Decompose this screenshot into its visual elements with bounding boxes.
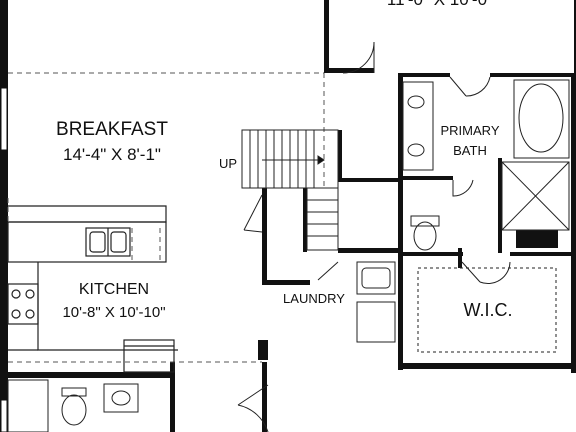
bath-top-wall-a (398, 73, 450, 77)
range-burner-4 (25, 309, 35, 319)
door-lower (237, 384, 269, 432)
lower-bath-top-wall (0, 372, 175, 378)
left-exterior-wall (0, 0, 8, 432)
top-room-dims: 11'-0" X 10'-0" (387, 0, 493, 9)
top-room-left-wall (324, 0, 329, 70)
staircase (241, 129, 339, 251)
range-burner-3 (11, 309, 21, 319)
toilet-bowl (413, 221, 437, 251)
soaking-tub (518, 83, 564, 153)
stair-up-label: UP (219, 156, 237, 171)
door-toilet (452, 179, 474, 197)
kitchen-name: KITCHEN (79, 281, 149, 298)
door-closet-bifold (243, 194, 263, 233)
breakfast-name: BREAKFAST (56, 119, 168, 140)
stair-right-wall (338, 130, 342, 182)
range (7, 283, 39, 325)
window-breakfast (0, 87, 8, 151)
laundry-top-wall-b (338, 248, 398, 253)
range-burner-1 (11, 289, 21, 299)
wic-top-wall-b (510, 252, 571, 256)
right-exterior-wall-top (574, 0, 576, 80)
sink-basin-left (89, 231, 106, 253)
wic-shelving (417, 267, 557, 353)
wic-name: W.I.C. (464, 300, 513, 320)
laundry-left-wall (262, 188, 267, 284)
laundry-top-wall-a (262, 280, 310, 285)
primary-bath-name-line2: BATH (453, 143, 487, 158)
kitchen-dims: 10'-8" X 10'-10" (62, 304, 165, 321)
bath-toilet-wall-top (403, 176, 453, 180)
shower-diagonal-b (501, 161, 570, 231)
tub-surround (513, 79, 570, 159)
wic-top-wall-a (403, 252, 463, 256)
upper-counter (7, 221, 167, 263)
dryer (356, 261, 396, 295)
toilet-tank (410, 215, 440, 227)
door-bath-entry (449, 76, 491, 97)
lower-vanity (103, 383, 139, 413)
lower-right-wall (262, 362, 267, 432)
breakfast-dims: 14'-4" X 8'-1" (63, 145, 161, 164)
shower-bench (516, 230, 558, 248)
door-wic (461, 261, 511, 285)
door-top-room (342, 41, 375, 74)
wall-stub-lower (258, 340, 268, 360)
primary-bath-name-line1: PRIMARY (441, 123, 500, 138)
lower-bath-right-wall (170, 362, 175, 432)
top-room-bottom-wall-left (324, 68, 374, 73)
windows (0, 87, 8, 432)
bath-top-wall-b (490, 73, 576, 77)
vanity (402, 81, 434, 171)
stair-lower-run (306, 187, 339, 251)
lower-tub (7, 379, 49, 432)
shower (501, 161, 570, 231)
shower-left-wall (498, 158, 502, 253)
stair-right-wall-top (338, 178, 398, 182)
stair-arrow-icon (317, 155, 325, 165)
vanity-sink-lower (407, 143, 425, 157)
kitchen-counters (7, 205, 178, 373)
lower-toilet-tank (61, 387, 87, 397)
wic-wall-stub (458, 248, 462, 268)
lower-toilet (61, 394, 87, 426)
dryer-door (361, 267, 391, 289)
bath-fixtures (7, 79, 570, 432)
room-labels: 11'-0" X 10'-0" BREAKFAST 14'-4" X 8'-1"… (56, 0, 512, 321)
bath-left-wall (398, 73, 403, 370)
stair-mid-wall (303, 188, 307, 252)
counter-top-edge (8, 205, 167, 223)
range-burner-2 (25, 289, 35, 299)
right-exterior-wall (571, 73, 576, 373)
vanity-sink-upper (407, 95, 425, 109)
window-lower (0, 399, 8, 432)
door-laundry (317, 261, 339, 281)
refrigerator (123, 339, 175, 373)
laundry-name: LAUNDRY (283, 291, 345, 306)
sink-basin-right (110, 231, 127, 253)
doors (237, 41, 511, 432)
lower-vanity-sink (111, 390, 131, 406)
wic-bottom-wall (398, 363, 576, 369)
washer (356, 301, 396, 343)
